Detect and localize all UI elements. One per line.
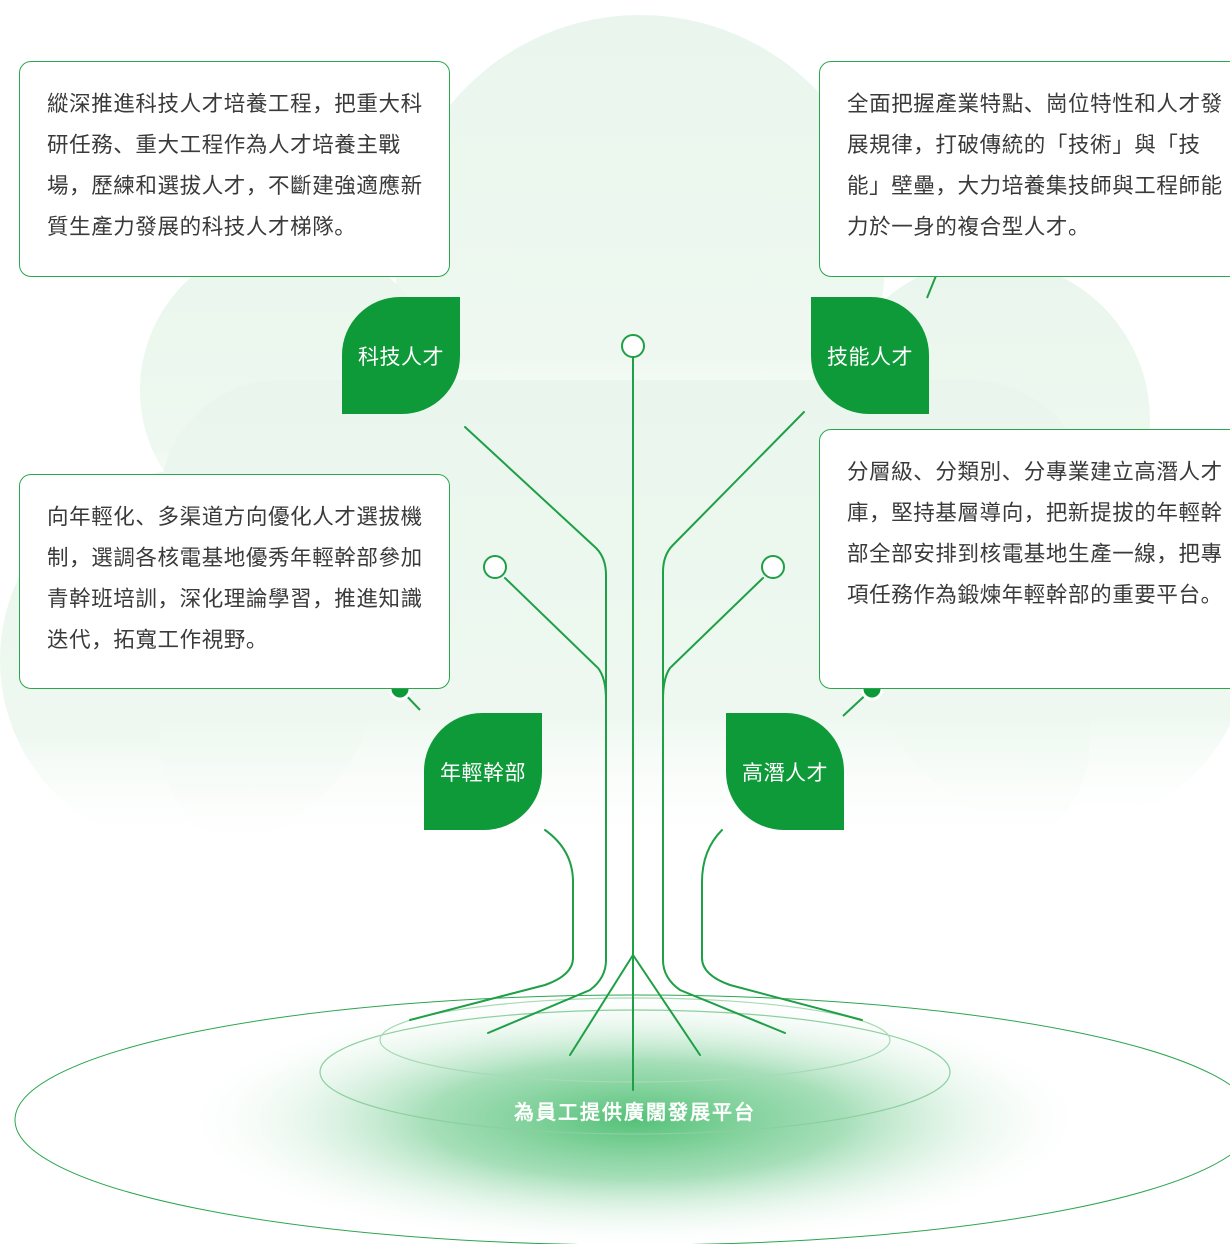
leaf-tech-talent-label: 科技人才 [358, 344, 444, 369]
ground-glow [175, 990, 1095, 1244]
branch-ends [483, 334, 785, 579]
card-tech-talent-text: 縱深推進科技人才培養工程，把重大科研任務、重大工程作為人才培養主戰場，歷練和選拔… [47, 92, 423, 240]
card-tech-talent: 縱深推進科技人才培養工程，把重大科研任務、重大工程作為人才培養主戰場，歷練和選拔… [19, 61, 450, 277]
leaf-skill-talent: 技能人才 [811, 297, 929, 414]
ground-ring-inner [379, 997, 891, 1083]
right-side-tip-circle [761, 555, 785, 579]
ground-ring-outer [14, 994, 1230, 1244]
leaf-high-potential-label: 高潛人才 [742, 760, 828, 785]
card-skill-talent: 全面把握產業特點、崗位特性和人才發展規律，打破傳統的「技術」與「技能」壁壘，大力… [819, 61, 1230, 277]
card-high-potential: 分層級、分類別、分專業建立高潛人才庫，堅持基層導向，把新提拔的年輕幹部全部安排到… [819, 429, 1230, 689]
trunk-tip-circle [621, 334, 645, 358]
ground-ring-middle [319, 1009, 951, 1135]
card-young-cadre-text: 向年輕化、多渠道方向優化人才選拔機制，選調各核電基地優秀年輕幹部參加青幹班培訓，… [47, 505, 423, 653]
leaf-high-potential: 高潛人才 [726, 713, 844, 830]
leaf-tech-talent: 科技人才 [342, 297, 460, 414]
left-side-tip-circle [483, 555, 507, 579]
tree-branches [409, 357, 863, 1091]
card-skill-talent-text: 全面把握產業特點、崗位特性和人才發展規律，打破傳統的「技術」與「技能」壁壘，大力… [847, 92, 1223, 240]
leaf-young-cadre-label: 年輕幹部 [440, 760, 526, 785]
card-young-cadre: 向年輕化、多渠道方向優化人才選拔機制，選調各核電基地優秀年輕幹部參加青幹班培訓，… [19, 474, 450, 689]
leaf-skill-talent-label: 技能人才 [827, 344, 913, 369]
platform-title: 為員工提供廣闊發展平台 [514, 1100, 756, 1124]
leaf-young-cadre: 年輕幹部 [424, 713, 542, 830]
card-high-potential-text: 分層級、分類別、分專業建立高潛人才庫，堅持基層導向，把新提拔的年輕幹部全部安排到… [847, 460, 1223, 608]
